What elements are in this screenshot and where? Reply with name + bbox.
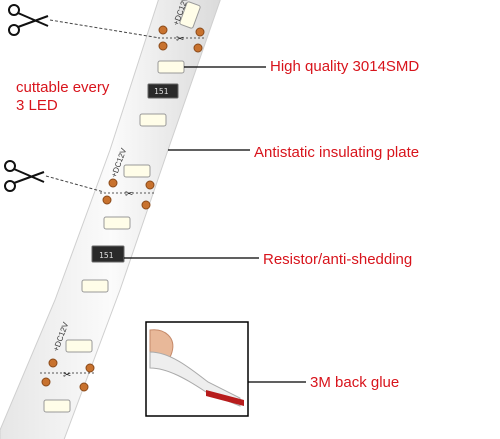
led-chip bbox=[139, 113, 167, 127]
cuttable-label: cuttable every 3 LED bbox=[16, 79, 136, 115]
resistor bbox=[147, 83, 179, 99]
cut-mark-top: ✂ bbox=[158, 25, 205, 53]
plate-label: Antistatic insulating plate bbox=[254, 144, 420, 161]
resistor-code: 151 bbox=[99, 251, 114, 260]
svg-text:✂: ✂ bbox=[125, 189, 133, 200]
resistor-label: Resistor/anti-shedding bbox=[263, 251, 413, 268]
cut-guide-top bbox=[49, 19, 161, 39]
svg-text:✂: ✂ bbox=[63, 370, 71, 381]
cuttable-line1: cuttable every bbox=[16, 79, 110, 96]
led-chip bbox=[65, 339, 93, 353]
resistor-code: 151 bbox=[154, 87, 169, 96]
resistors: 151 151 bbox=[91, 83, 179, 263]
scissors-icon bbox=[4, 160, 45, 192]
led-chip bbox=[123, 164, 151, 178]
led-chips bbox=[43, 1, 201, 413]
led-chip bbox=[157, 60, 185, 74]
cut-mark-bottom: ✂ bbox=[40, 358, 95, 392]
cut-mark-middle: ✂ bbox=[100, 178, 155, 210]
led-chip bbox=[103, 216, 131, 230]
led-chip bbox=[43, 399, 71, 413]
cuttable-line2: 3 LED bbox=[16, 97, 58, 114]
led-chip bbox=[81, 279, 109, 293]
glue-label: 3M back glue bbox=[310, 374, 400, 391]
resistor bbox=[91, 245, 125, 263]
svg-text:✂: ✂ bbox=[176, 34, 184, 45]
led-chip bbox=[179, 1, 201, 29]
cut-guide-middle bbox=[45, 175, 105, 193]
back-glue-inset bbox=[145, 321, 249, 417]
smd-label: High quality 3014SMD bbox=[270, 58, 420, 75]
scissors-icon bbox=[8, 4, 49, 36]
